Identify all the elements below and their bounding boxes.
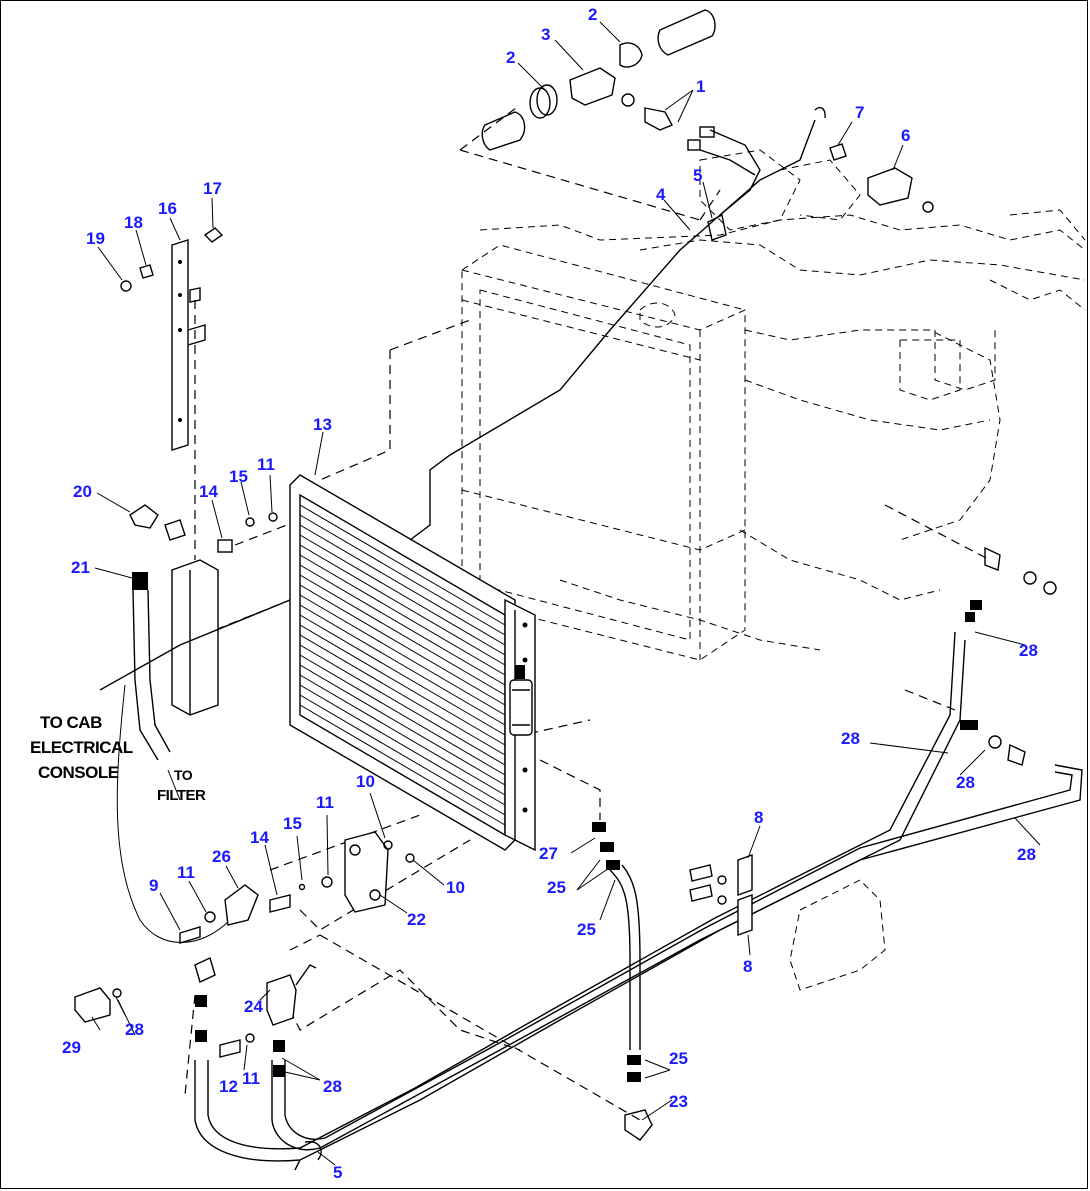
callout-11: 11 [177, 863, 195, 882]
valve-24 [219, 964, 317, 1058]
callout-9: 9 [149, 876, 158, 895]
callout-28: 28 [1017, 845, 1036, 864]
callout-10: 10 [356, 772, 375, 791]
callout-11: 11 [316, 793, 334, 812]
fittings-28-right [194, 546, 1057, 1077]
callout-25: 25 [669, 1049, 688, 1068]
callout-8: 8 [754, 808, 763, 827]
note-cab-line3: CONSOLE [38, 763, 119, 782]
callout-14: 14 [250, 828, 269, 847]
callout-28: 28 [125, 1020, 144, 1039]
callout-3: 3 [541, 25, 550, 44]
callout-14: 14 [199, 482, 218, 501]
callout-8: 8 [743, 957, 752, 976]
callout-2: 2 [588, 5, 597, 24]
leader-lines [91, 21, 1041, 1166]
note-filter-line2: FILTER [157, 787, 206, 804]
callout-1: 1 [696, 77, 705, 96]
callout-7: 7 [855, 103, 864, 122]
callout-26: 26 [212, 847, 231, 866]
mount-bracket-22 [269, 831, 415, 913]
note-filter-line1: TO [174, 767, 193, 783]
notes: TO CAB ELECTRICAL CONSOLE TO FILTER [30, 713, 207, 804]
callout-10: 10 [446, 878, 465, 897]
callout-6: 6 [901, 126, 910, 145]
callout-28: 28 [323, 1077, 342, 1096]
switch-26 [179, 884, 259, 944]
engine-block-ghost [479, 149, 1086, 651]
callout-28: 28 [956, 773, 975, 792]
callout-18: 18 [124, 213, 143, 232]
connector-29 [74, 987, 122, 1023]
hose-21 [132, 572, 171, 761]
frame-ghost-right [789, 879, 886, 991]
callout-15: 15 [283, 814, 302, 833]
support-bracket-16 [120, 227, 224, 451]
receiver-mount [129, 504, 278, 716]
hose-25 [592, 822, 653, 1141]
callout-27: 27 [539, 844, 558, 863]
callout-23: 23 [669, 1092, 688, 1111]
callout-28: 28 [841, 729, 860, 748]
callout-25: 25 [577, 920, 596, 939]
callout-5: 5 [693, 166, 702, 185]
callout-19: 19 [86, 229, 105, 248]
note-cab-line1: TO CAB [40, 713, 102, 732]
condenser-fins [299, 504, 506, 826]
callout-5: 5 [333, 1163, 342, 1182]
callout-28: 28 [1019, 641, 1038, 660]
callout-24: 24 [244, 997, 263, 1016]
callout-22: 22 [407, 910, 426, 929]
callout-2: 2 [506, 48, 515, 67]
callout-12: 12 [219, 1077, 238, 1096]
callout-11: 11 [257, 455, 275, 474]
assembly-guides [184, 104, 991, 1121]
callout-21: 21 [71, 558, 90, 577]
callout-29: 29 [62, 1038, 81, 1057]
condenser-assembly [289, 474, 536, 852]
callout-11: 11 [242, 1069, 260, 1088]
callout-17: 17 [203, 179, 222, 198]
callouts: 1 2 2 3 4 5 5 6 7 8 8 9 10 10 11 11 11 1… [62, 5, 1038, 1182]
clamp-8 [689, 854, 753, 936]
wire-harness [99, 119, 816, 943]
callout-15: 15 [229, 467, 248, 486]
callout-4: 4 [656, 185, 666, 204]
callout-13: 13 [313, 415, 332, 434]
note-cab-line2: ELECTRICAL [30, 738, 133, 757]
callout-16: 16 [158, 199, 177, 218]
callout-25: 25 [547, 878, 566, 897]
top-fittings [481, 9, 934, 241]
callout-20: 20 [73, 482, 92, 501]
